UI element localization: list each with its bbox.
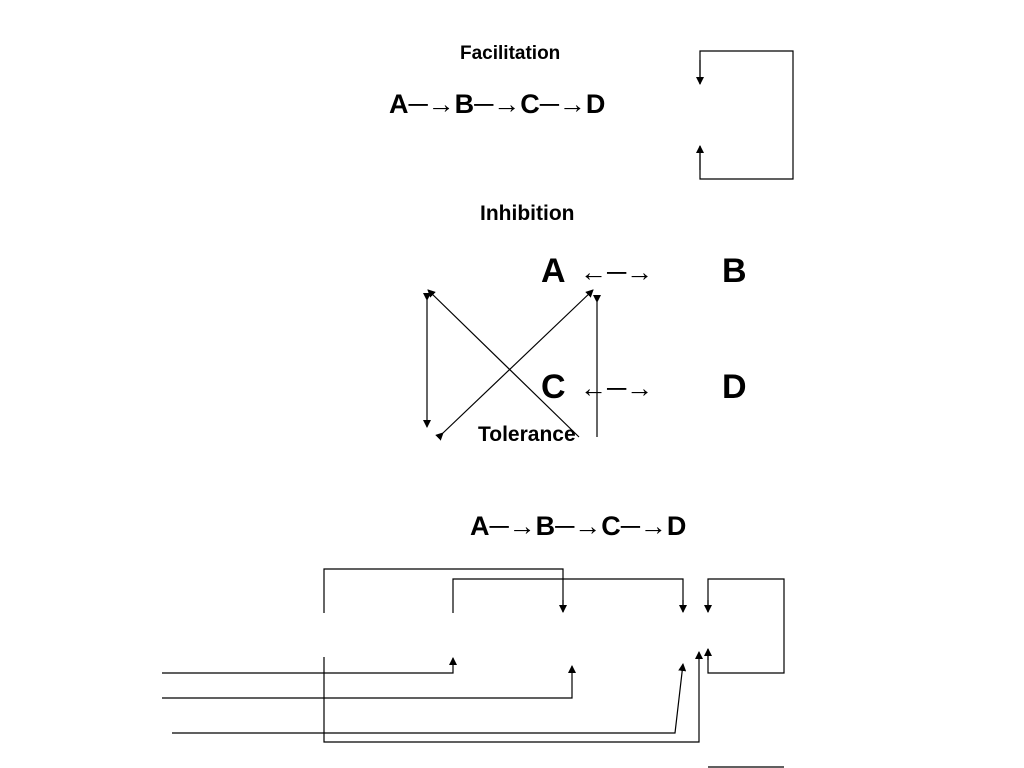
- inhibition-node-b: B: [722, 252, 747, 290]
- tolerance-feed-to-a: [162, 657, 457, 674]
- inhibition-node-d: D: [722, 368, 747, 406]
- tolerance-bracket-inner: [452, 578, 684, 613]
- tolerance-loop-d: [707, 578, 785, 674]
- tolerance-chain: A─→B─→C─→D: [470, 511, 687, 541]
- facilitation-loop-path: [699, 50, 794, 180]
- inhibition-title: Inhibition: [480, 202, 575, 225]
- inhibition-node-a: A: [541, 252, 566, 290]
- tolerance-feed-to-b: [162, 665, 576, 699]
- facilitation-feedback-loop: [696, 50, 794, 180]
- inhibition-arrows: [423, 289, 601, 441]
- facilitation-title: Facilitation: [460, 43, 561, 64]
- tolerance-feed-to-d: [323, 651, 703, 743]
- inhibition-diagonal-arrow-down-left-to-up: [427, 289, 580, 438]
- inhibition-link-ab: ←─→: [580, 257, 654, 287]
- facilitation-chain: A─→B─→C─→D: [389, 89, 606, 119]
- inhibition-diagonal-arrow-up-right: [435, 289, 594, 441]
- tolerance-arrows: [162, 568, 785, 768]
- tolerance-bracket-outer: [323, 568, 564, 613]
- tolerance-feed-to-c: [172, 663, 687, 734]
